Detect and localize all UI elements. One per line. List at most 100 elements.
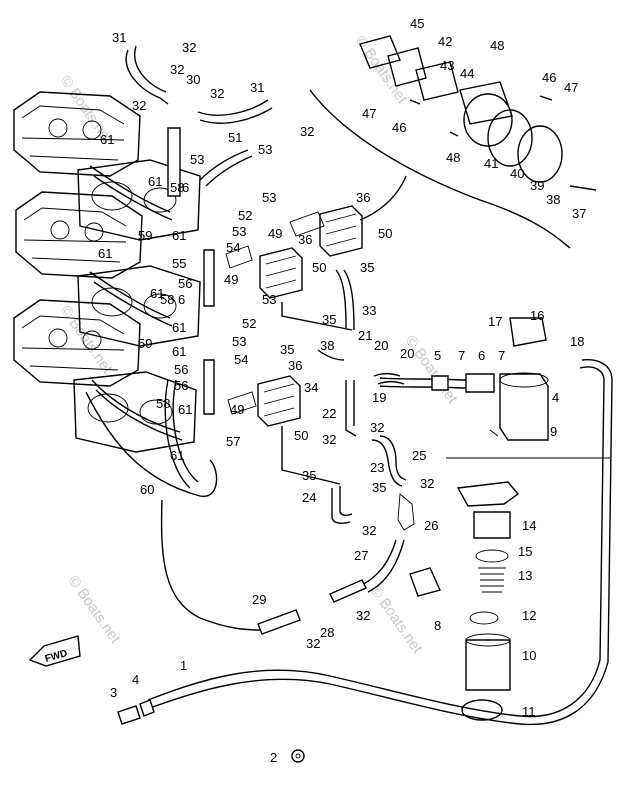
part-number-45: 45 [410, 16, 424, 31]
part-number-36: 36 [298, 232, 312, 247]
part-number-38: 38 [320, 338, 334, 353]
part-number-16: 16 [530, 308, 544, 323]
part-number-48: 48 [490, 38, 504, 53]
part-number-35: 35 [360, 260, 374, 275]
part-number-32: 32 [300, 124, 314, 139]
part-number-33: 33 [362, 303, 376, 318]
part-number-31: 31 [250, 80, 264, 95]
part-number-13: 13 [518, 568, 532, 583]
part-number-29: 29 [252, 592, 266, 607]
part-number-32: 32 [306, 636, 320, 651]
part-number-48: 48 [446, 150, 460, 165]
watermark: © Boats.net [65, 573, 124, 648]
part-number-49: 49 [230, 402, 244, 417]
part-number-60: 60 [140, 482, 154, 497]
watermark: © Boats.net [402, 333, 461, 408]
watermark: © Boats.net [57, 303, 116, 378]
part-number-20: 20 [400, 346, 414, 361]
part-number-31: 31 [112, 30, 126, 45]
part-number-61: 61 [172, 228, 186, 243]
part-number-53: 53 [258, 142, 272, 157]
part-number-9: 9 [550, 424, 557, 439]
part-number-55: 55 [172, 256, 186, 271]
part-number-19: 19 [372, 390, 386, 405]
part-number-61: 61 [148, 174, 162, 189]
part-number-32: 32 [132, 98, 146, 113]
part-number-7: 7 [498, 348, 505, 363]
part-number-50: 50 [312, 260, 326, 275]
part-number-52: 52 [238, 208, 252, 223]
part-number-57: 57 [226, 434, 240, 449]
part-number-32: 32 [356, 608, 370, 623]
fuel-filter-assembly [147, 317, 613, 726]
part-number-8: 8 [434, 618, 441, 633]
part-number-44: 44 [460, 66, 474, 81]
part-number-51: 51 [228, 130, 242, 145]
part-number-61: 61 [98, 246, 112, 261]
part-number-61: 61 [178, 402, 192, 417]
part-number-23: 23 [370, 460, 384, 475]
part-number-53: 53 [262, 190, 276, 205]
part-number-38: 38 [546, 192, 560, 207]
part-number-59: 59 [138, 336, 152, 351]
part-number-59: 59 [138, 228, 152, 243]
part-number-32: 32 [322, 432, 336, 447]
part-number-14: 14 [522, 518, 536, 533]
part-number-61: 61 [170, 448, 184, 463]
part-number-58: 58 [170, 180, 184, 195]
part-number-58: 58 [156, 396, 170, 411]
part-number-36: 36 [356, 190, 370, 205]
part-number-53: 53 [232, 224, 246, 239]
part-number-46: 46 [392, 120, 406, 135]
part-number-39: 39 [530, 178, 544, 193]
part-number-18: 18 [570, 334, 584, 349]
part-number-56: 56 [174, 378, 188, 393]
fuel-pump-exploded-view [309, 35, 597, 249]
part-number-37: 37 [572, 206, 586, 221]
part-number-61: 61 [172, 344, 186, 359]
part-number-61: 61 [150, 286, 164, 301]
part-number-3: 3 [110, 685, 117, 700]
part-number-42: 42 [438, 34, 452, 49]
part-number-4: 4 [552, 390, 559, 405]
part-number-41: 41 [484, 156, 498, 171]
part-number-24: 24 [302, 490, 316, 505]
part-number-46: 46 [542, 70, 556, 85]
part-number-17: 17 [488, 314, 502, 329]
part-number-61: 61 [100, 132, 114, 147]
part-number-2: 2 [270, 750, 277, 765]
part-number-5: 5 [434, 348, 441, 363]
part-number-4: 4 [132, 672, 139, 687]
part-number-26: 26 [424, 518, 438, 533]
part-number-49: 49 [268, 226, 282, 241]
part-number-35: 35 [280, 342, 294, 357]
part-number-11: 11 [522, 704, 536, 719]
small-fittings [117, 699, 305, 763]
part-number-32: 32 [370, 420, 384, 435]
engine-cylinder-heads [13, 91, 201, 453]
part-number-35: 35 [372, 480, 386, 495]
part-number-30: 30 [186, 72, 200, 87]
part-number-28: 28 [320, 625, 334, 640]
part-number-56: 56 [174, 362, 188, 377]
part-number-15: 15 [518, 544, 532, 559]
part-number-50: 50 [294, 428, 308, 443]
part-number-35: 35 [302, 468, 316, 483]
part-number-32: 32 [182, 40, 196, 55]
forward-direction-indicator: FWD [28, 635, 81, 667]
part-number-32: 32 [420, 476, 434, 491]
part-number-47: 47 [362, 106, 376, 121]
part-number-22: 22 [322, 406, 336, 421]
part-number-7: 7 [458, 348, 465, 363]
part-number-20: 20 [374, 338, 388, 353]
fuel-pumps [225, 205, 363, 485]
part-number-27: 27 [354, 548, 368, 563]
part-number-47: 47 [564, 80, 578, 95]
part-number-32: 32 [362, 523, 376, 538]
part-number-25: 25 [412, 448, 426, 463]
part-number-6: 6 [182, 180, 189, 195]
part-number-54: 54 [234, 352, 248, 367]
part-number-21: 21 [358, 328, 372, 343]
